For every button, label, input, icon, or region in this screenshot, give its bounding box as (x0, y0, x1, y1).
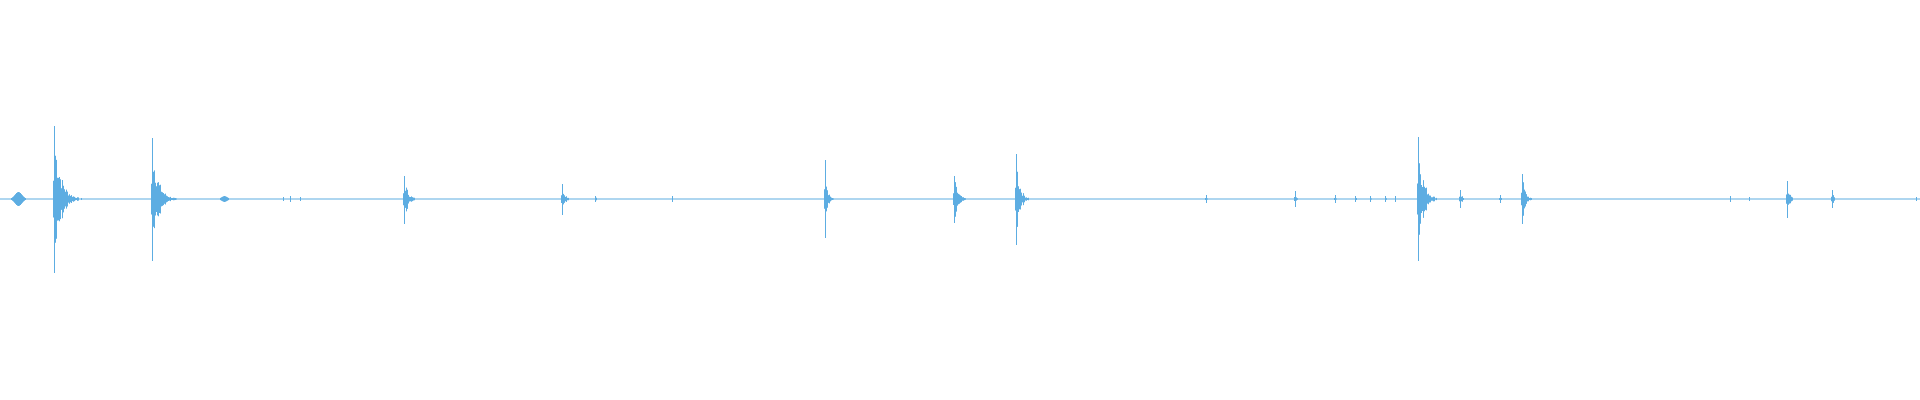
waveform-peaks (11, 126, 1917, 273)
